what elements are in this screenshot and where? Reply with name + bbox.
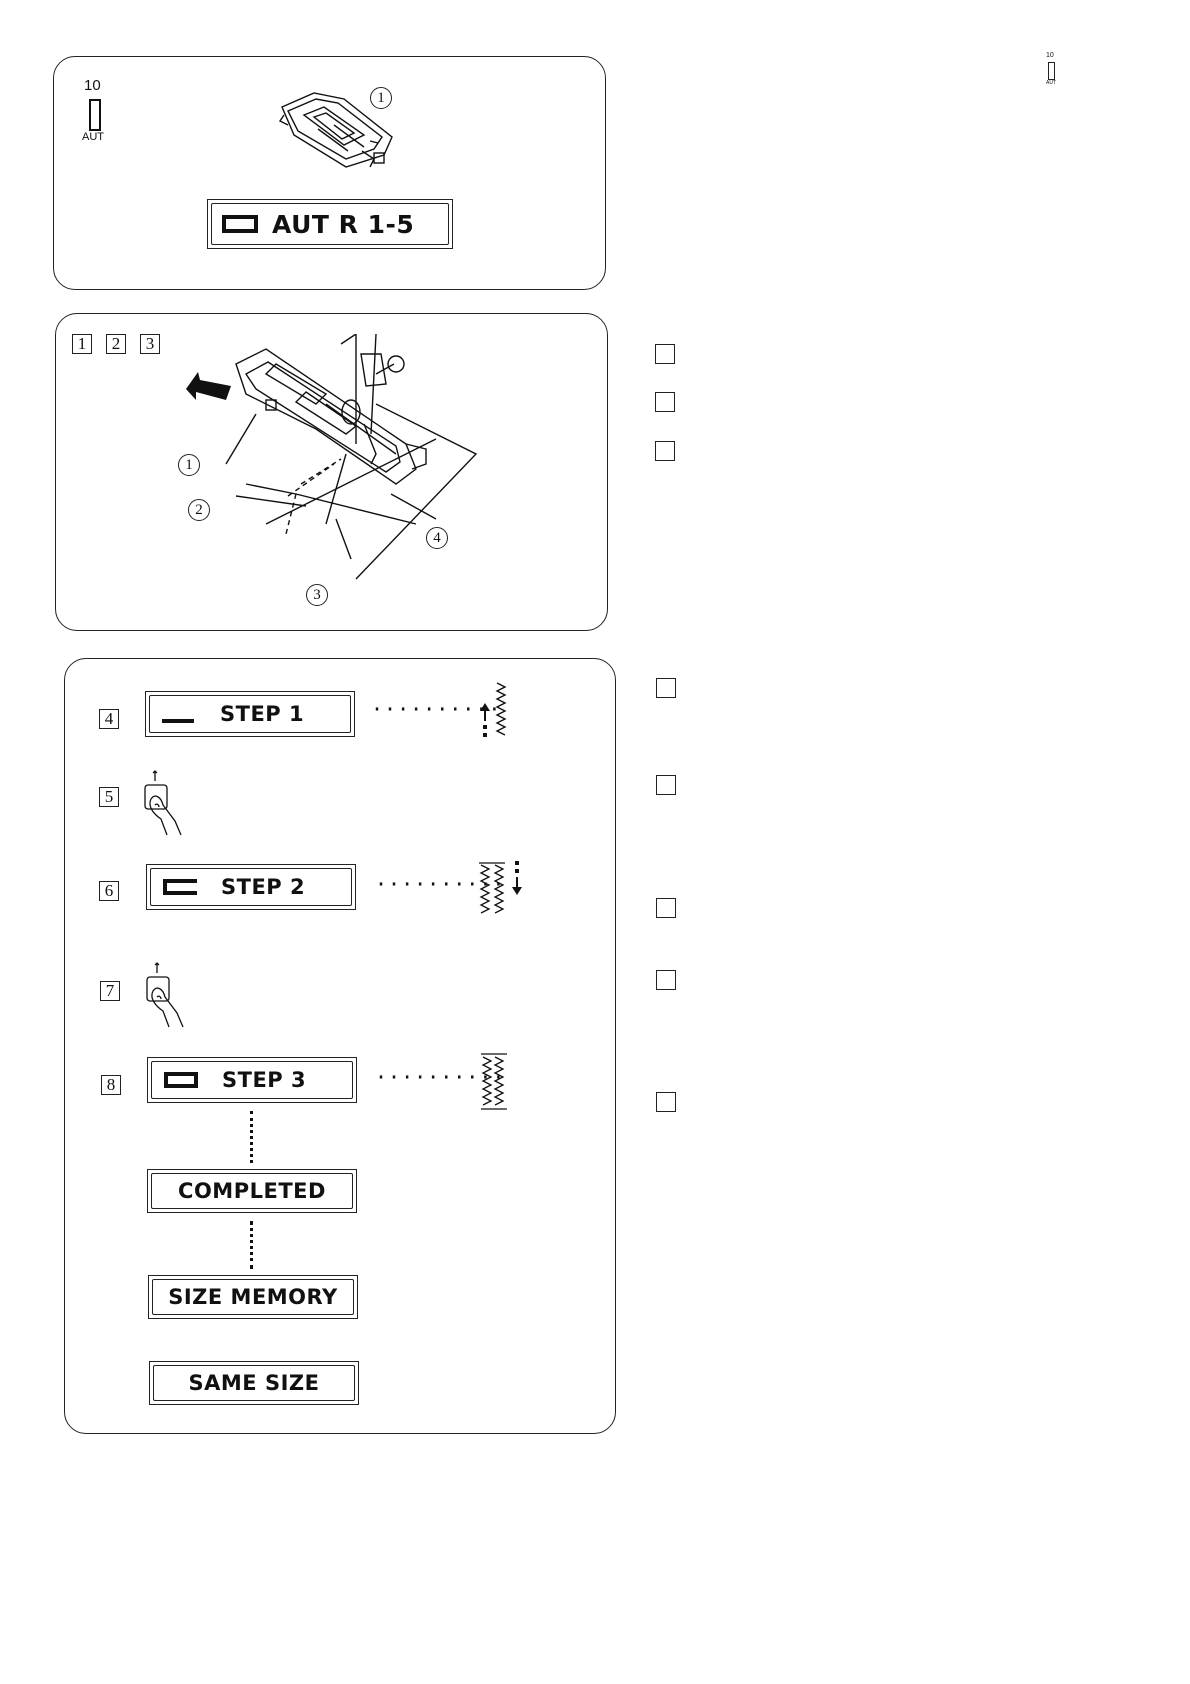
stitch-step-3-icon bbox=[481, 1053, 507, 1110]
callout-marker: 4 bbox=[426, 527, 448, 549]
step-1-box: 1 bbox=[72, 334, 92, 354]
lcd-display-pattern: AUT R 1-5 bbox=[207, 199, 453, 249]
step-7-box: 7 bbox=[100, 981, 120, 1001]
checkbox-step-7[interactable] bbox=[656, 970, 676, 990]
callout-foot: 1 bbox=[178, 454, 200, 476]
stitch-step-2-icon bbox=[479, 861, 522, 914]
lcd-size-memory: SIZE MEMORY bbox=[148, 1275, 358, 1319]
dotted-leader-step-1: ·········· bbox=[371, 697, 502, 721]
callout-mark-line: 2 bbox=[188, 499, 210, 521]
buttonhole-foot-illustration bbox=[278, 92, 393, 168]
step-2-box: 2 bbox=[106, 334, 126, 354]
pattern-number: 10 bbox=[84, 77, 101, 94]
checkbox-step-3[interactable] bbox=[655, 441, 675, 461]
checkbox-step-2[interactable] bbox=[655, 392, 675, 412]
dotted-leader-step-3: ·········· bbox=[375, 1065, 506, 1089]
reverse-button-press-icon[interactable] bbox=[141, 769, 197, 839]
pattern-label: AUT bbox=[82, 131, 104, 143]
step-8-box: 8 bbox=[101, 1075, 121, 1095]
lcd-same-size: SAME SIZE bbox=[149, 1361, 359, 1405]
checkbox-step-5[interactable] bbox=[656, 775, 676, 795]
lcd-step-2: STEP 2 bbox=[146, 864, 356, 910]
checkbox-step-8[interactable] bbox=[656, 1092, 676, 1112]
lcd-step-3: STEP 3 bbox=[147, 1057, 357, 1103]
reverse-button-press-icon-2[interactable] bbox=[143, 961, 199, 1031]
lcd-completed: COMPLETED bbox=[147, 1169, 357, 1213]
top-right-icon-number: 10 bbox=[1046, 52, 1054, 59]
checkbox-step-6[interactable] bbox=[656, 898, 676, 918]
panel-pattern-selection: 10 AUT 1 AUT R 1-5 bbox=[53, 56, 606, 290]
lcd-step3-icon bbox=[164, 1072, 198, 1088]
top-right-icon-label: AUT bbox=[1046, 80, 1056, 86]
lcd-buttonhole-icon bbox=[222, 215, 258, 233]
panel-foot-attachment: 1 2 3 bbox=[55, 313, 608, 631]
buttonhole-pattern-icon: 10 AUT bbox=[82, 77, 114, 147]
step-4-box: 4 bbox=[99, 709, 119, 729]
checkbox-step-4[interactable] bbox=[656, 678, 676, 698]
callout-seam: 3 bbox=[306, 584, 328, 606]
step-6-box: 6 bbox=[99, 881, 119, 901]
presser-foot-illustration bbox=[186, 334, 478, 580]
step-3-box: 3 bbox=[140, 334, 160, 354]
stitch-step-1-icon bbox=[480, 682, 507, 737]
dotted-connector-1 bbox=[250, 1111, 253, 1163]
dotted-connector-2 bbox=[250, 1221, 253, 1269]
lcd-step2-icon bbox=[163, 879, 197, 895]
dotted-leader-step-2: ·········· bbox=[375, 872, 506, 896]
top-right-buttonhole-icon: 10 AUT bbox=[1046, 52, 1060, 88]
lcd-step-1: STEP 1 bbox=[145, 691, 355, 737]
lcd-pattern-text: AUT R 1-5 bbox=[272, 209, 415, 239]
panel-sewing-steps: 4 STEP 1 ·········· 5 6 STEP 2 ·········… bbox=[64, 658, 616, 1434]
step-5-box: 5 bbox=[99, 787, 119, 807]
callout-1: 1 bbox=[370, 87, 392, 109]
checkbox-step-1[interactable] bbox=[655, 344, 675, 364]
lcd-step1-icon bbox=[162, 719, 194, 723]
